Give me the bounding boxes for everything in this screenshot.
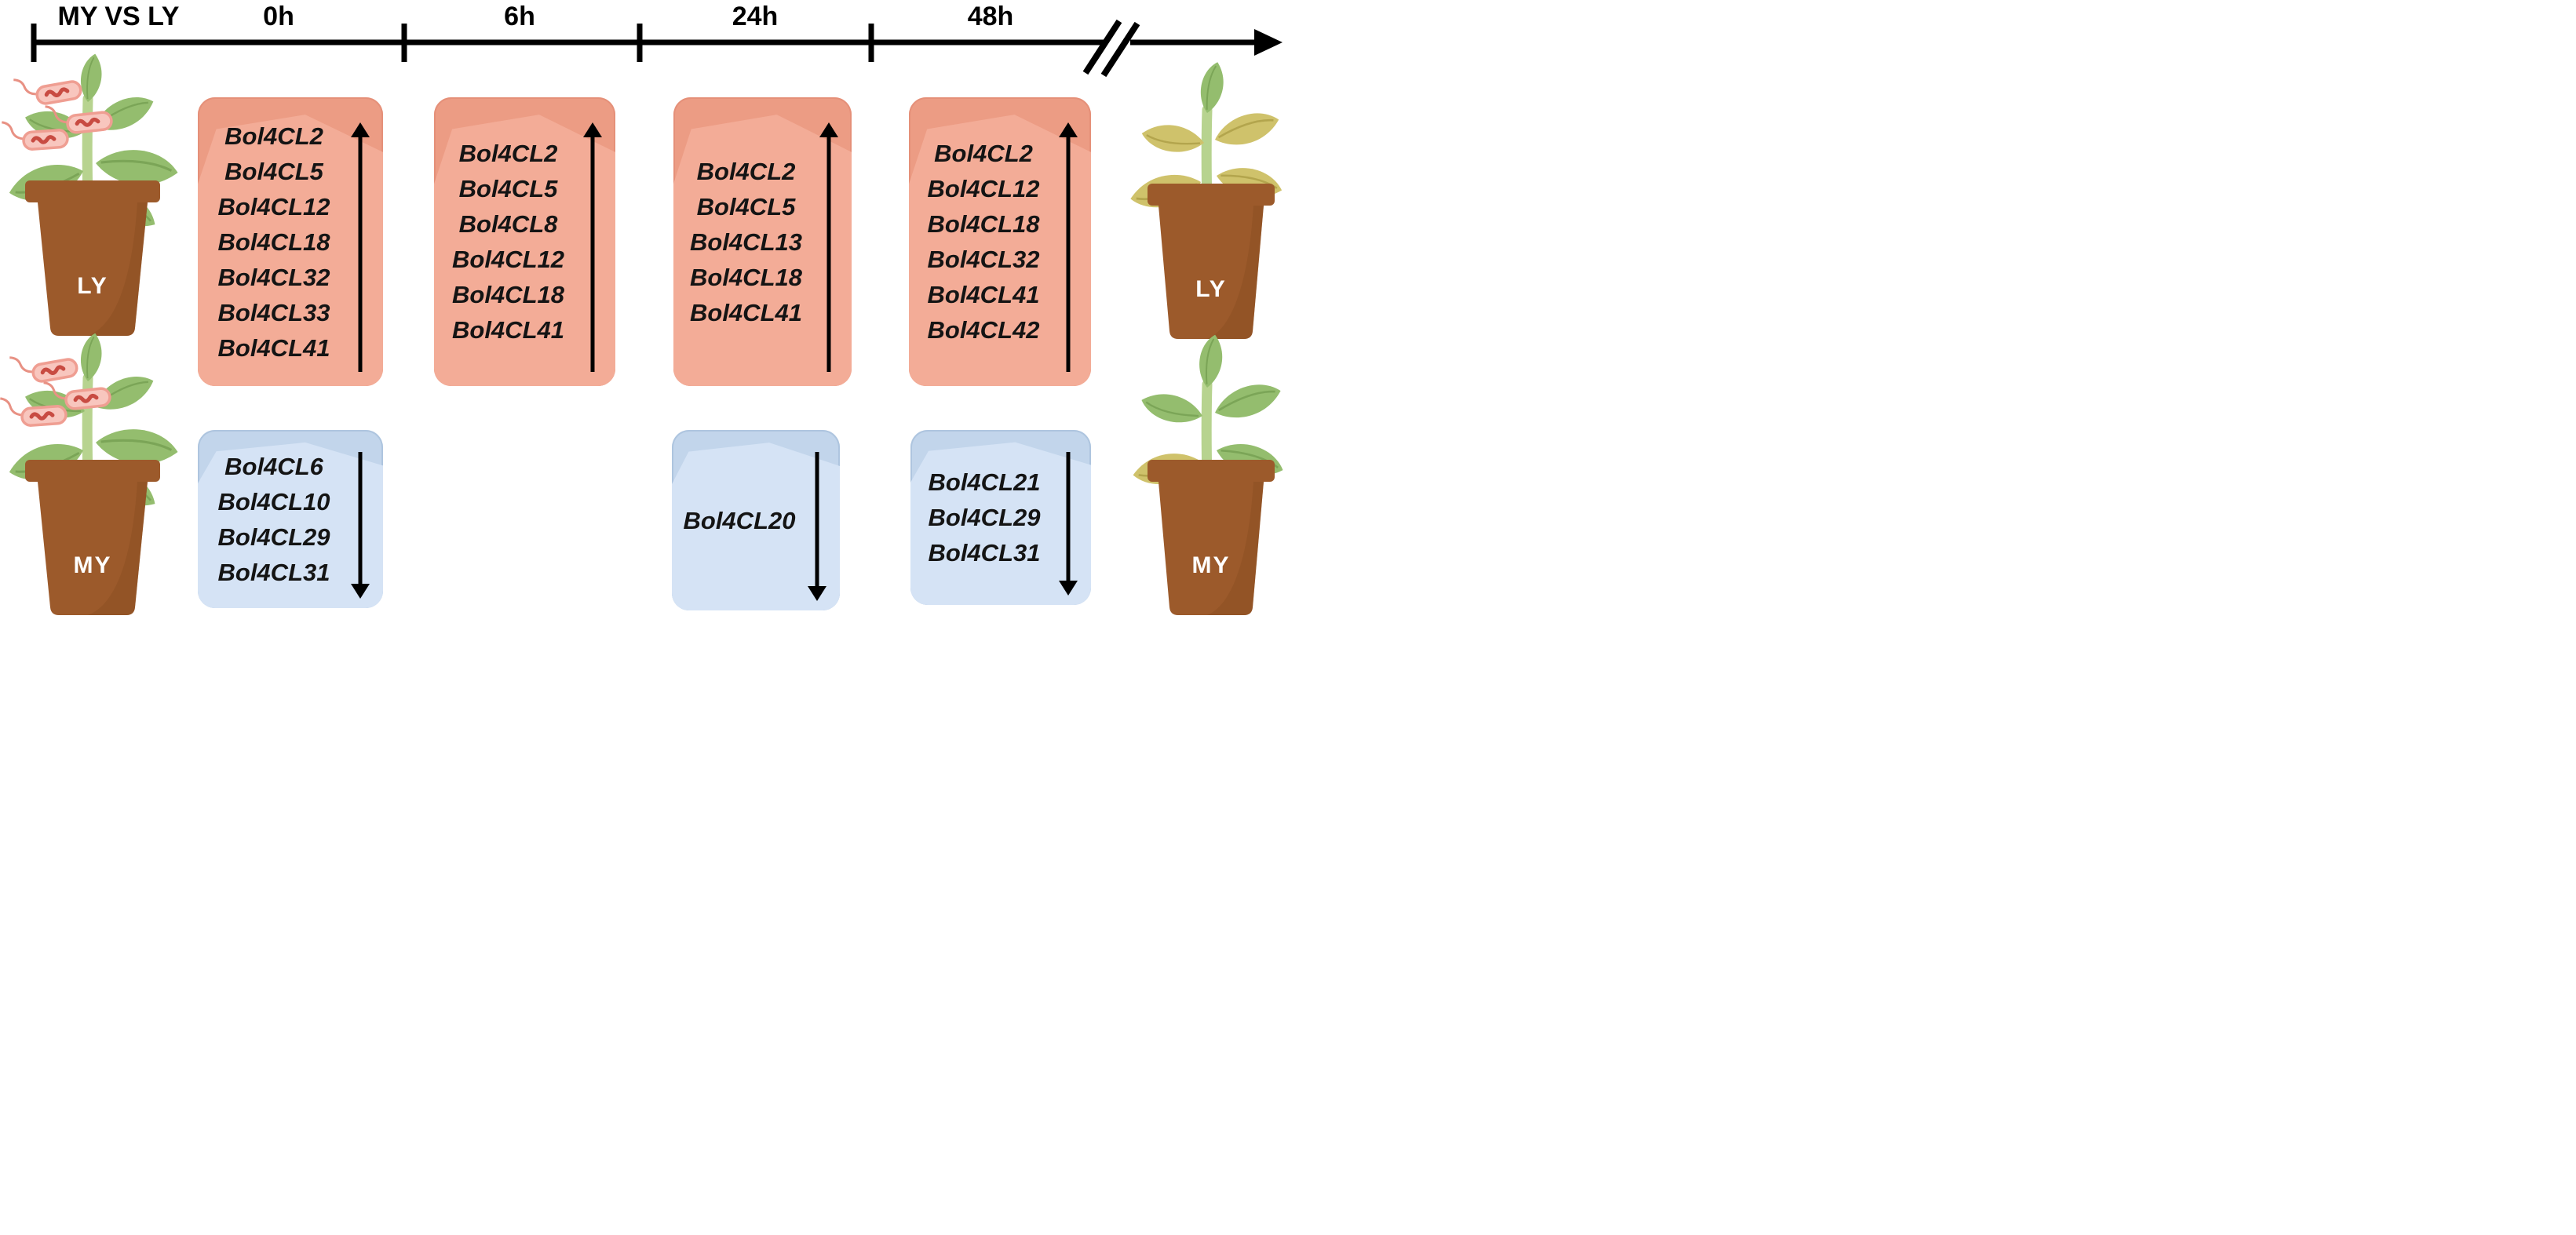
up-arrow-icon [1058,122,1078,372]
gene-label: Bol4CL12 [927,175,1040,202]
gene-label: Bol4CL2 [458,140,558,167]
up-arrow-icon [582,122,603,372]
gene-label: Bol4CL2 [224,122,323,150]
gene-label: Bol4CL20 [683,506,796,534]
up-arrow-icon [819,122,839,372]
gene-label: Bol4CL32 [927,246,1040,273]
axis-break-icon [1082,19,1140,78]
gene-label: Bol4CL6 [224,452,323,480]
pot: LY [25,180,160,336]
down-arrow-icon [807,452,827,601]
gene-label: Bol4CL18 [690,263,802,291]
down-arrow-icon [350,452,370,599]
gene-label: Bol4CL41 [452,316,564,344]
downregulated-box-0h: Bol4CL6 Bol4CL10 Bol4CL29 Bol4CL31 [198,430,383,608]
upregulated-box-24h: Bol4CL2 Bol4CL5 Bol4CL13 Bol4CL18 Bol4CL… [673,97,852,386]
gene-label: Bol4CL2 [696,157,796,185]
timepoint-label-48h: 48h [968,2,1014,31]
gene-label: Bol4CL5 [458,175,558,202]
comparison-label: MY VS LY [58,2,180,31]
gene-label: Bol4CL31 [928,539,1041,566]
timepoint-label-24h: 24h [732,2,779,31]
upregulated-box-0h: Bol4CL2 Bol4CL5 Bol4CL12 Bol4CL18 Bol4CL… [198,97,383,386]
gene-list-down-48h: Bol4CL21 Bol4CL29 Bol4CL31 [917,430,1052,605]
upregulated-box-48h: Bol4CL2 Bol4CL12 Bol4CL18 Bol4CL32 Bol4C… [909,97,1091,386]
up-arrow-icon [350,122,370,372]
plant-left-top-ly-inoculated: LY [2,53,178,336]
gene-label: Bol4CL21 [928,468,1041,496]
gene-list-up-48h: Bol4CL2 Bol4CL12 Bol4CL18 Bol4CL32 Bol4C… [915,97,1052,386]
pot-label: MY [1192,552,1231,578]
gene-label: Bol4CL12 [217,192,330,220]
pot-label: LY [1195,276,1227,302]
gene-list-down-0h: Bol4CL6 Bol4CL10 Bol4CL29 Bol4CL31 [204,430,344,608]
gene-label: Bol4CL32 [217,263,330,291]
bacteria-icons [2,78,113,151]
gene-list-down-24h: Bol4CL20 [678,430,801,610]
gene-label: Bol4CL33 [217,298,330,326]
gene-list-up-6h: Bol4CL2 Bol4CL5 Bol4CL8 Bol4CL12 Bol4CL1… [440,97,576,386]
green-leaves [1200,62,1224,113]
pot-label: MY [74,552,112,578]
pot: MY [1148,460,1275,615]
pot: LY [1148,184,1275,339]
plant-left-bottom-my-inoculated: MY [0,333,178,615]
gene-label: Bol4CL10 [217,487,330,515]
gene-label: Bol4CL2 [934,140,1033,167]
gene-label: Bol4CL5 [224,157,323,185]
gene-label: Bol4CL41 [690,298,802,326]
figure-canvas: MY VS LY 0h 6h 24h 48h [0,0,1288,618]
gene-list-up-24h: Bol4CL2 Bol4CL5 Bol4CL13 Bol4CL18 Bol4CL… [680,97,812,386]
gene-label: Bol4CL41 [927,281,1040,308]
gene-label: Bol4CL18 [452,281,564,308]
gene-label: Bol4CL42 [927,316,1040,344]
gene-label: Bol4CL13 [690,228,802,256]
timeline-axis: MY VS LY 0h 6h 24h 48h [31,2,1283,78]
downregulated-box-24h: Bol4CL20 [672,430,840,610]
gene-label: Bol4CL31 [217,558,330,586]
pot-label: LY [77,273,108,299]
gene-label: Bol4CL41 [217,333,330,362]
timepoint-label-0h: 0h [263,2,294,31]
down-arrow-icon [1058,452,1078,596]
gene-label: Bol4CL29 [217,523,330,551]
gene-label: Bol4CL8 [458,210,558,238]
plant-right-top-ly-diseased: LY [1130,62,1283,339]
bacteria-icons [0,356,111,427]
gene-label: Bol4CL29 [928,504,1041,531]
upregulated-box-6h: Bol4CL2 Bol4CL5 Bol4CL8 Bol4CL12 Bol4CL1… [434,97,615,386]
gene-label: Bol4CL5 [696,192,796,220]
gene-list-up-0h: Bol4CL2 Bol4CL5 Bol4CL12 Bol4CL18 Bol4CL… [204,97,344,386]
axis-arrowhead-icon [1254,29,1283,56]
timepoint-label-6h: 6h [504,2,535,31]
pot: MY [25,460,160,615]
gene-label: Bol4CL12 [452,246,564,273]
gene-label: Bol4CL18 [927,210,1040,238]
downregulated-box-48h: Bol4CL21 Bol4CL29 Bol4CL31 [910,430,1091,605]
gene-label: Bol4CL18 [217,228,330,256]
plant-right-bottom-my-resistant: MY [1133,334,1283,615]
